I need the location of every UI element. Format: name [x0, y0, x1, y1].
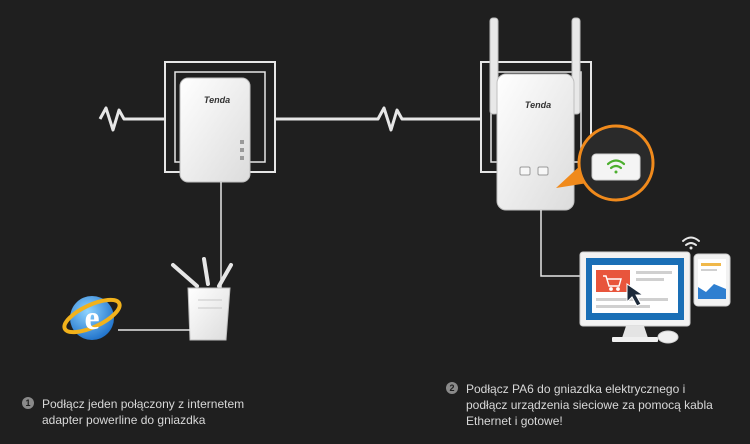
computer-mouse — [657, 330, 679, 344]
ethernet-cable-computer — [540, 210, 582, 277]
instruction-step-1: 1 Podłącz jeden połączony z internetem a… — [22, 396, 282, 428]
tablet — [693, 253, 731, 307]
powerline-adapter-right: Tenda — [496, 73, 575, 211]
cart-icon — [603, 275, 622, 291]
step-text: Podłącz PA6 do gniazdka elektrycznego i … — [466, 382, 713, 428]
step-number-badge: 1 — [22, 397, 34, 409]
internet-explorer-icon: e — [62, 296, 122, 340]
step-number-badge: 2 — [446, 382, 458, 394]
brand-logo: Tenda — [204, 95, 230, 105]
wifi-router — [171, 257, 233, 341]
powerline-adapter-left: Tenda — [179, 77, 251, 183]
wireless-signal-icon — [682, 236, 700, 250]
step-text: Podłącz jeden połączony z internetem ada… — [42, 397, 245, 427]
power-line — [0, 106, 480, 132]
mouse-cursor-icon — [626, 283, 645, 307]
wifi-button-callout — [556, 124, 655, 202]
svg-text:e: e — [84, 300, 99, 337]
wifi-icon — [606, 159, 626, 174]
instruction-step-2: 2 Podłącz PA6 do gniazdka elektrycznego … — [446, 381, 728, 429]
desktop-computer — [579, 251, 691, 342]
brand-logo: Tenda — [525, 100, 551, 110]
